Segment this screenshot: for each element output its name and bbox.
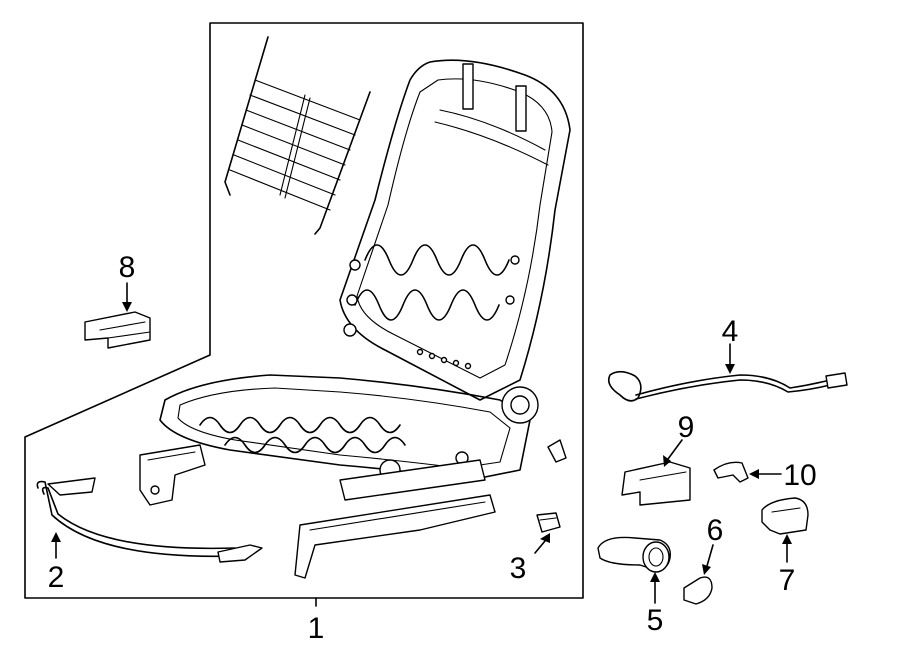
callout-2: 2	[48, 561, 65, 594]
callout-8: 8	[119, 251, 136, 284]
part-10-cap	[713, 461, 749, 483]
assembly-boundary-box	[24, 22, 584, 599]
frame-holes	[343, 255, 520, 370]
seat-back-frame	[339, 59, 571, 401]
callout-7: 7	[779, 564, 796, 597]
callout-5: 5	[647, 604, 664, 637]
callouts: 1 2 3 4 5 6 7 8 9 10	[48, 251, 817, 645]
callout-10: 10	[783, 459, 816, 492]
callout-4: 4	[722, 315, 739, 348]
part-5-lever-handle	[597, 536, 671, 573]
part-9-trim-cover	[621, 461, 691, 506]
part-3-clip	[536, 512, 561, 533]
leader-lines	[51, 282, 792, 607]
bracket-clip	[547, 439, 567, 463]
part-7-end-cap	[761, 497, 809, 535]
callout-1: 1	[308, 612, 325, 645]
part-8-trim-cover	[84, 311, 151, 349]
part-4-cable	[607, 370, 848, 402]
callout-6: 6	[707, 514, 724, 547]
seat-rails	[139, 444, 496, 579]
seat-back-wire-mat	[224, 36, 371, 235]
callout-3: 3	[510, 552, 527, 585]
callout-9: 9	[678, 411, 695, 444]
part-6-knob-cover	[683, 576, 713, 605]
part-2-connecting-rod	[36, 477, 263, 563]
